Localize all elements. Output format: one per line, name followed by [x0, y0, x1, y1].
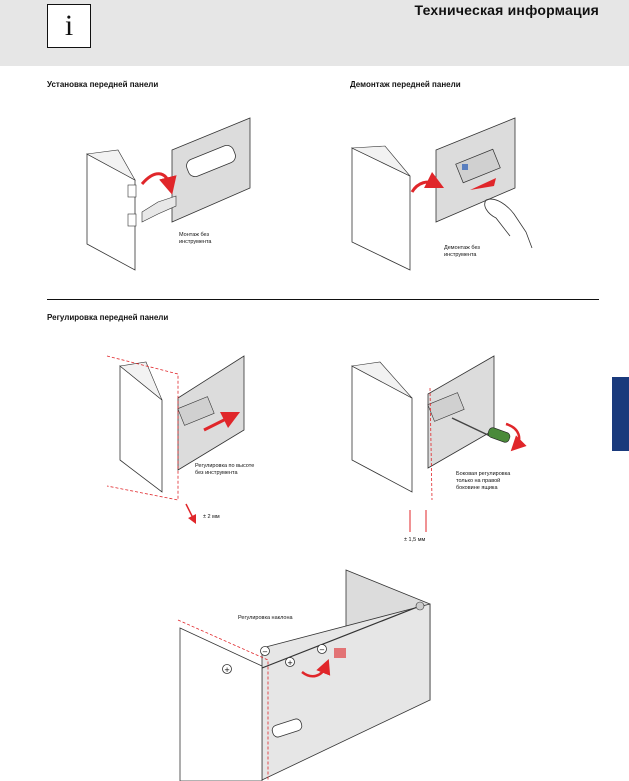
caption-side-tolerance: ± 1,5 мм [404, 537, 426, 543]
section-title-install: Установка передней панели [47, 80, 159, 89]
info-icon: i [47, 4, 91, 48]
page-header [0, 0, 629, 66]
caption-height-adjust: Регулировка по высоте без инструмента [195, 463, 255, 476]
caption-height-tolerance: ± 2 мм [203, 514, 220, 520]
side-tab-marker [612, 377, 629, 451]
caption-tilt-adjust: Регулировка наклона [238, 615, 293, 621]
section-divider [47, 299, 599, 300]
caption-install-no-tool: Монтаж без инструмента [179, 232, 212, 245]
section-title-remove: Демонтаж передней панели [350, 80, 461, 89]
tilt-minus-symbol-left: − [262, 648, 268, 656]
page-title: Техническая информация [414, 2, 599, 18]
tilt-plus-symbol-front: + [224, 666, 230, 674]
section-title-adjust: Регулировка передней панели [47, 313, 169, 322]
caption-side-adjust: Боковая регулировка только на правой бок… [456, 471, 511, 491]
caption-remove-no-tool: Демонтаж без инструмента [444, 245, 480, 258]
tilt-adjust-illustration [177, 569, 431, 781]
install-illustration [86, 117, 251, 271]
height-adjust-illustration [106, 355, 245, 525]
side-adjust-illustration [351, 355, 527, 532]
tilt-minus-symbol-right: − [319, 646, 325, 654]
remove-illustration [350, 117, 533, 271]
tilt-plus-symbol-mid: + [287, 659, 293, 667]
